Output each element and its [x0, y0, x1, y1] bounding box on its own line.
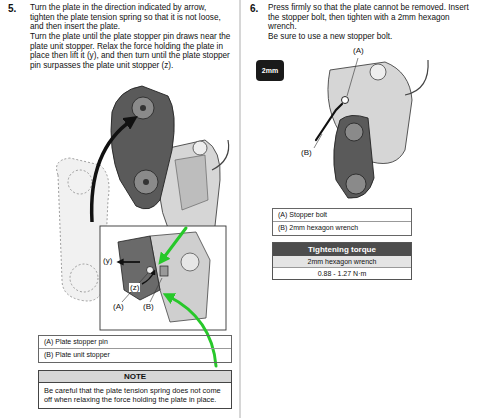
leader-line — [347, 58, 358, 96]
leader-line — [122, 273, 148, 302]
legend-box: (A) Plate stopper pin(B) Plate unit stop… — [38, 335, 232, 363]
leader-line — [314, 134, 322, 148]
ghost-pulley — [68, 170, 92, 194]
step-number: 6. — [250, 3, 258, 15]
tension-pulley — [346, 174, 366, 194]
mount-bolt — [193, 141, 207, 155]
annotation-arrow — [168, 296, 216, 366]
detail-inset — [100, 226, 226, 330]
note-heading: NOTE — [39, 371, 231, 383]
plate — [334, 115, 374, 198]
plate-detail — [118, 236, 160, 300]
plate — [111, 86, 174, 209]
table-header: Tightening torque — [273, 243, 411, 256]
column-divider — [240, 0, 241, 418]
callout-letter: (B) — [142, 302, 155, 311]
callout-letter: (B) — [300, 148, 313, 157]
legend-entry: (A) Stopper bolt — [273, 209, 411, 222]
hex-wrench — [316, 104, 342, 140]
plate-unit-stopper — [160, 266, 168, 276]
cable — [212, 140, 229, 170]
note-box: NOTEBe careful that the plate tension sp… — [38, 370, 232, 409]
instruction-text: Turn the plate until the plate stopper p… — [30, 32, 233, 71]
text-column: Press firmly so that the plate cannot be… — [268, 3, 472, 42]
mount-bolt — [370, 64, 386, 80]
derailleur-link — [175, 155, 208, 210]
legend-box: (A) Stopper bolt(B) 2mm hexagon wrench — [272, 208, 412, 236]
instruction-text: Turn the plate in the direction indicate… — [30, 3, 233, 32]
stopper-bolt — [342, 97, 349, 104]
annotation-arrow — [162, 228, 186, 260]
plate-stopper-pin — [147, 267, 154, 274]
cable — [405, 60, 428, 95]
table-cell: 2mm hexagon wrench — [273, 256, 411, 268]
ghost-pulley — [70, 264, 98, 292]
step-number: 5. — [8, 3, 16, 15]
plate-unit — [150, 232, 210, 322]
legend-entry: (A) Plate stopper pin — [39, 336, 231, 349]
torque-table: Tightening torque2mm hexagon wrench0.88 … — [272, 242, 412, 280]
rotation-arrow — [92, 120, 132, 222]
guide-pulley — [345, 123, 363, 141]
leader-line — [150, 278, 162, 302]
legend-entry: (B) Plate unit stopper — [39, 349, 231, 361]
tension-pulley — [134, 170, 158, 194]
callout-letter: (z) — [129, 283, 140, 292]
table-cell: 0.88 - 1.27 N·m — [273, 268, 411, 279]
pulley-hub — [143, 179, 149, 185]
note-body: Be careful that the plate tension spring… — [39, 383, 231, 408]
pivot — [181, 253, 199, 271]
instruction-text: Press firmly so that the plate cannot be… — [268, 3, 472, 32]
pulley-hub — [140, 105, 146, 111]
text-column: Turn the plate in the direction indicate… — [30, 3, 233, 71]
instruction-text: Be sure to use a new stopper bolt. — [268, 32, 472, 42]
callout-letter: (A) — [112, 302, 125, 311]
lift-arrow — [120, 261, 140, 263]
tool-icon: 2mm — [256, 60, 284, 81]
guide-pulley — [132, 97, 154, 119]
legend-entry: (B) 2mm hexagon wrench — [273, 222, 411, 234]
callout-letter: (A) — [352, 46, 365, 55]
tool-size: 2mm — [256, 60, 284, 81]
callout-letter: (y) — [102, 256, 113, 265]
